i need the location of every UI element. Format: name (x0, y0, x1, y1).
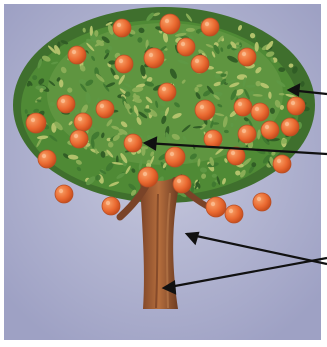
orange-fruit-icon (138, 167, 158, 187)
orange-fruit-icon (55, 185, 73, 203)
fruit-highlight (117, 23, 121, 27)
orange-fruit-icon (144, 48, 164, 68)
fruit-highlight (59, 189, 63, 193)
orange-fruit-icon (201, 18, 219, 36)
orange-fruit-icon (225, 205, 243, 223)
orange-fruit-icon (160, 14, 180, 34)
fruit-highlight (265, 125, 269, 129)
orange-fruit-icon (287, 97, 305, 115)
fruit-highlight (143, 172, 147, 176)
orange-fruit-icon (26, 113, 46, 133)
fruit-highlight (165, 19, 169, 23)
orange-fruit-icon (113, 19, 131, 37)
fruit-highlight (242, 52, 246, 56)
fruit-highlight (285, 122, 289, 126)
fruit-highlight (42, 154, 46, 158)
fruit-highlight (211, 202, 215, 206)
fruit-highlight (255, 107, 259, 111)
orange-fruit-icon (158, 83, 176, 101)
fruit-highlight (200, 105, 204, 109)
fruit-highlight (205, 22, 209, 26)
fruit-highlight (181, 42, 185, 46)
orange-fruit-icon (281, 118, 299, 136)
fruit-highlight (177, 179, 181, 183)
fruit-highlight (61, 99, 65, 103)
orange-fruit-icon (165, 147, 185, 167)
orange-fruit-icon (68, 46, 86, 64)
fruit-highlight (100, 104, 104, 108)
fruit-highlight (170, 152, 174, 156)
orange-fruit-icon (70, 130, 88, 148)
orange-fruit-icon (204, 130, 222, 148)
orange-fruit-icon (206, 197, 226, 217)
fruit-highlight (31, 118, 35, 122)
fruit-highlight (162, 87, 166, 91)
orange-fruit-icon (261, 121, 279, 139)
orange-fruit-icon (102, 197, 120, 215)
fruit-highlight (242, 129, 246, 133)
fruit-highlight (119, 59, 123, 63)
orange-fruit-icon (191, 55, 209, 73)
orange-fruit-icon (253, 193, 271, 211)
orange-fruit-icon (234, 98, 252, 116)
fruit-highlight (229, 209, 233, 213)
fruit-highlight (277, 159, 281, 163)
orange-fruit-icon (177, 38, 195, 56)
orange-fruit-icon (251, 103, 269, 121)
fruit-highlight (195, 59, 199, 63)
orange-fruit-icon (273, 155, 291, 173)
orange-fruit-icon (195, 100, 215, 120)
fruit-highlight (149, 53, 153, 57)
orange-fruit-icon (96, 100, 114, 118)
fruit-highlight (72, 50, 76, 54)
orange-fruit-icon (38, 150, 56, 168)
orange-fruit-icon (124, 134, 142, 152)
fruit-highlight (238, 102, 242, 106)
fruit-highlight (74, 134, 78, 138)
orange-fruit-icon (115, 55, 133, 73)
fruit-highlight (78, 117, 82, 121)
fruit-highlight (208, 134, 212, 138)
orange-fruit-icon (57, 95, 75, 113)
fruit-highlight (128, 138, 132, 142)
fruit-highlight (291, 101, 295, 105)
orange-fruit-icon (238, 48, 256, 66)
fruit-highlight (257, 197, 261, 201)
fruit-highlight (106, 201, 110, 205)
fruit-highlight (231, 151, 235, 155)
orange-fruit-icon (74, 113, 92, 131)
orange-fruit-icon (173, 175, 191, 193)
orange-fruit-icon (238, 125, 256, 143)
